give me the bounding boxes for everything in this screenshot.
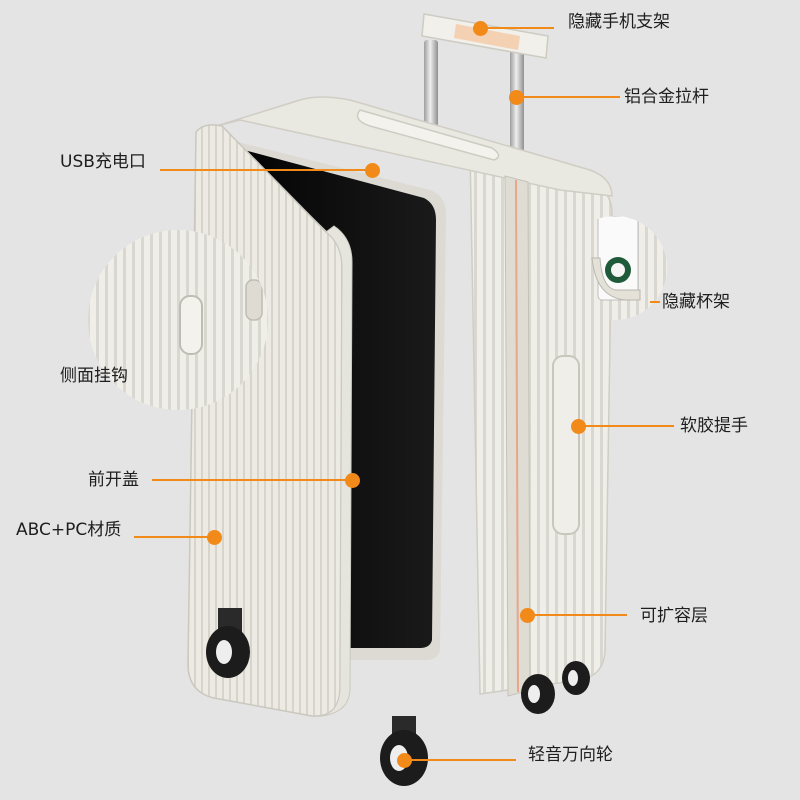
- callout-line-cup: [650, 301, 660, 303]
- callout-dot-material: [206, 529, 222, 545]
- callout-line-handle: [578, 425, 674, 427]
- callout-line-usb: [160, 169, 372, 171]
- cup-holder-zoom: [563, 216, 667, 320]
- callout-line-material: [134, 536, 214, 538]
- callout-dot-wheels: [396, 752, 412, 768]
- label-side-hook: 侧面挂钩: [60, 366, 128, 386]
- label-material: ABC+PC材质: [16, 520, 122, 540]
- label-lid: 前开盖: [88, 470, 139, 490]
- callout-line-lid: [152, 479, 352, 481]
- trolley-handle: [421, 13, 549, 165]
- callout-dot-phone-stand: [472, 20, 488, 36]
- callout-line-wheels: [404, 759, 516, 761]
- label-wheels: 轻音万向轮: [528, 745, 613, 765]
- label-usb: USB充电口: [60, 152, 146, 172]
- callout-dot-handle: [570, 418, 586, 434]
- callout-line-expandable: [527, 614, 627, 616]
- label-phone-stand: 隐藏手机支架: [568, 12, 670, 32]
- callout-dot-trolley: [508, 89, 524, 105]
- callout-line-phone-stand: [480, 27, 554, 29]
- callout-line-trolley: [516, 96, 620, 98]
- label-handle: 软胶提手: [680, 416, 748, 436]
- label-cup: 隐藏杯架: [662, 292, 730, 312]
- wheels: [206, 608, 590, 786]
- callout-dot-expandable: [519, 607, 535, 623]
- callout-dot-lid: [344, 472, 360, 488]
- side-hook-zoom: [88, 230, 268, 410]
- label-expandable: 可扩容层: [640, 606, 708, 626]
- label-trolley: 铝合金拉杆: [624, 87, 709, 107]
- callout-dot-usb: [364, 162, 380, 178]
